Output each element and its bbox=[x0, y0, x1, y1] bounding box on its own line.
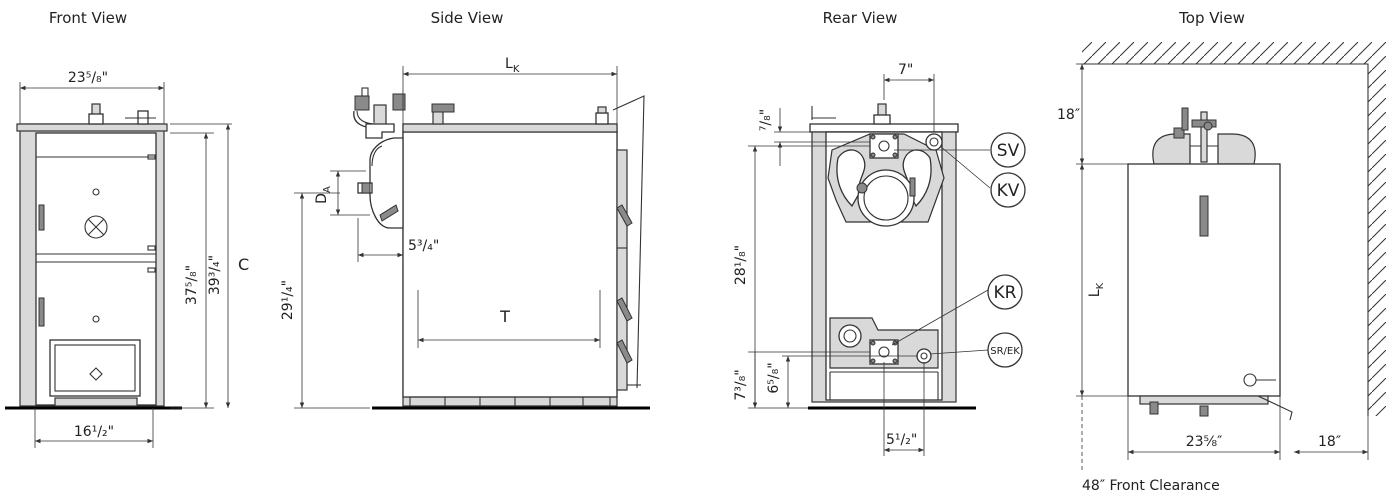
side-da-label: DA bbox=[314, 186, 333, 204]
rear-small-offset-label: ⁷/₈" bbox=[758, 109, 774, 131]
svg-text:KV: KV bbox=[997, 181, 1020, 201]
rear-view-drawing bbox=[808, 103, 976, 410]
kv-bubble: KV bbox=[990, 172, 1026, 208]
side-height-label: 29¹/₄" bbox=[280, 280, 296, 320]
front-view-title: Front View bbox=[49, 9, 127, 27]
rear-view-dimensions: 7" ⁷/₈" 28¹/₈" 7³/₈" 6⁵/₈" 5¹/₂" SV KV bbox=[733, 62, 1026, 456]
top-lk-label: LK bbox=[1087, 282, 1106, 297]
front-c-label: C bbox=[238, 255, 249, 274]
rear-height-1-label: 28¹/₈" bbox=[733, 245, 749, 285]
svg-text:SV: SV bbox=[997, 141, 1020, 161]
side-t-label: T bbox=[499, 307, 510, 326]
kr-bubble: KR bbox=[987, 274, 1023, 310]
rear-view-title: Rear View bbox=[823, 9, 898, 27]
side-view-dimensions: LK DA 5³/₄" 29¹/₄" T bbox=[280, 56, 618, 409]
side-offset-label: 5³/₄" bbox=[408, 238, 439, 254]
sr-ek-bubble: SR/EK bbox=[987, 332, 1023, 368]
rear-top-offset-label: 7" bbox=[898, 62, 913, 78]
side-view-drawing bbox=[353, 87, 650, 410]
front-base-width-label: 16¹/₂" bbox=[74, 424, 114, 440]
rear-height-3-label: 6⁵/₈" bbox=[766, 362, 782, 393]
front-height-2-label: 39³/₄" bbox=[207, 255, 223, 295]
top-clearance-back-label: 18″ bbox=[1057, 107, 1080, 123]
side-view-title: Side View bbox=[431, 9, 504, 27]
side-lk-label: LK bbox=[505, 56, 520, 75]
rear-height-2-label: 7³/₈" bbox=[733, 369, 749, 400]
top-view-title: Top View bbox=[1178, 9, 1245, 27]
rear-bottom-offset-label: 5¹/₂" bbox=[886, 432, 917, 448]
front-view-dimensions: 23⁵/₈" 37⁵/₈" 39³/₄" C 16¹/₂" bbox=[19, 70, 249, 448]
svg-text:SR/EK: SR/EK bbox=[990, 346, 1020, 357]
front-height-1-label: 37⁵/₈" bbox=[184, 265, 200, 305]
top-front-clearance-label: 48″ Front Clearance bbox=[1082, 478, 1220, 494]
svg-text:KR: KR bbox=[994, 283, 1017, 303]
top-view-dimensions: 18″ LK 23⅝″ 18″ 48″ Front Clearance bbox=[1057, 63, 1369, 494]
top-width-label: 23⅝″ bbox=[1186, 434, 1223, 450]
top-view-drawing bbox=[1082, 42, 1386, 421]
front-width-label: 23⁵/₈" bbox=[68, 70, 108, 86]
top-clearance-side-label: 18″ bbox=[1318, 434, 1341, 450]
front-view-drawing bbox=[5, 103, 182, 410]
sv-bubble: SV bbox=[990, 132, 1026, 168]
